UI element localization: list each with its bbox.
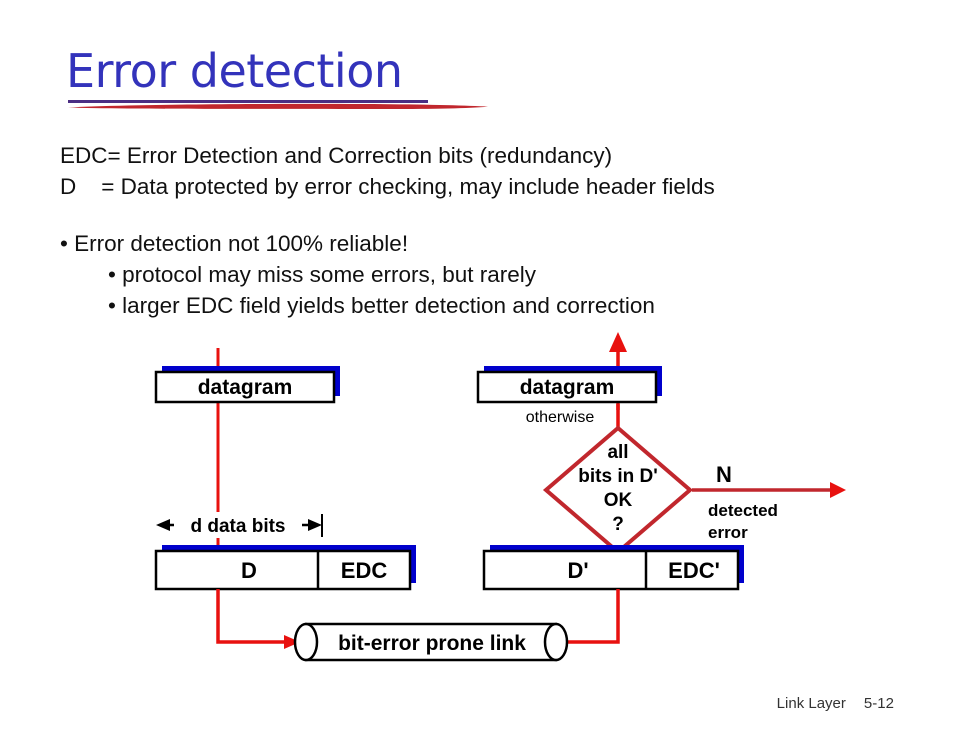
footer-page-number: 5-12 (863, 695, 894, 712)
left-to-link-arrowhead (284, 635, 300, 649)
left-field-edc-label: EDC (341, 558, 388, 583)
d-data-bits-measure: d data bits (156, 512, 323, 538)
right-field-edc-label: EDC' (668, 558, 720, 583)
d-data-bits-label: d data bits (190, 516, 285, 537)
error-detection-diagram: datagram d data bits D EDC datagram othe… (0, 330, 960, 680)
left-datagram-label: datagram (198, 376, 293, 399)
decision-line-3: OK (604, 490, 633, 511)
title-underline (68, 100, 428, 103)
page-title: Error detection (66, 44, 403, 98)
decision-line-1: all (607, 442, 628, 463)
error-label: error (708, 523, 748, 542)
detected-error-arrowhead (830, 482, 846, 498)
body-spacer (60, 202, 900, 228)
bit-error-prone-link-label: bit-error prone link (338, 632, 526, 655)
body-line-3: • Error detection not 100% reliable! (60, 231, 409, 256)
right-datagram-box (476, 370, 658, 404)
title-block: Error detection (66, 48, 666, 118)
left-to-link-connector (216, 589, 286, 644)
right-field-d-label: D' (567, 558, 588, 583)
bit-error-prone-link: bit-error prone link (293, 622, 569, 662)
right-output-arrowhead (609, 332, 627, 352)
footer: Link Layer 5-12 (760, 678, 894, 729)
detected-label: detected (708, 501, 778, 520)
title-brush-stroke (68, 103, 488, 110)
left-field-d-label: D (241, 558, 257, 583)
body-line-1: EDC= Error Detection and Correction bits… (60, 143, 613, 168)
right-dedc-box (482, 549, 740, 591)
left-datagram-box (154, 370, 336, 404)
decision-line-4: ? (612, 514, 624, 535)
body-line-4: • protocol may miss some errors, but rar… (108, 262, 536, 287)
decision-line-2: bits in D' (578, 466, 657, 487)
footer-course: Link Layer (776, 695, 846, 712)
body-line-2: D = Data protected by error checking, ma… (60, 174, 715, 199)
body-text: EDC= Error Detection and Correction bits… (60, 140, 900, 321)
right-datagram-label: datagram (520, 376, 615, 399)
otherwise-label: otherwise (526, 409, 595, 426)
body-line-5: • larger EDC field yields better detecti… (108, 293, 655, 318)
left-dedc-box (154, 549, 412, 591)
link-to-right-connector (566, 589, 620, 644)
branch-n-label: N (716, 462, 732, 487)
